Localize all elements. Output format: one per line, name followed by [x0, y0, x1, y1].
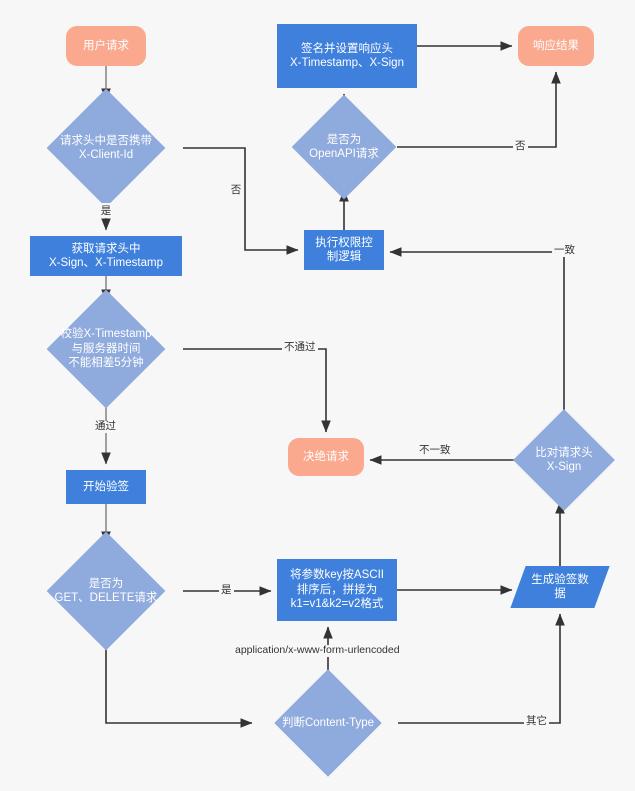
node-judge-content-type-decision[interactable]: 判断Content-Type [258, 669, 398, 777]
node-label: 请求头中是否携带 X-Client-Id [60, 134, 152, 161]
node-execute-auth-logic[interactable]: 执行权限控 制逻辑 [304, 230, 384, 270]
node-label: 比对请求头 X-Sign [535, 446, 593, 473]
node-response-result[interactable]: 响应结果 [518, 26, 594, 66]
node-label: 是否为 OpenAPI请求 [309, 133, 379, 160]
edge-compare-match [389, 247, 565, 424]
edge-label-sign-mismatch: 不一致 [417, 444, 453, 457]
node-label: 签名并设置响应头 X-Timestamp、X-Sign [290, 42, 404, 69]
edge-label-timestamp-pass: 通过 [93, 420, 118, 433]
node-generate-sign-data[interactable]: 生成验签数 据 [510, 566, 610, 608]
node-label: 响应结果 [533, 39, 579, 52]
node-check-timestamp-decision[interactable]: 校验X-Timestamp 与服务器时间 不能相差5分钟 [29, 289, 183, 409]
node-user-request[interactable]: 用户请求 [66, 26, 146, 66]
node-label: 决绝请求 [303, 450, 349, 463]
node-label: 开始验签 [83, 480, 129, 493]
edge-label-sign-match: 一致 [552, 244, 577, 257]
edge-label-client-id-yes: 是 [99, 203, 112, 218]
node-is-openapi-decision[interactable]: 是否为 OpenAPI请求 [291, 94, 397, 200]
edge-label-client-id-no: 否 [229, 182, 242, 197]
edge-method-to-contenttype [105, 633, 253, 728]
node-label: 校验X-Timestamp 与服务器时间 不能相差5分钟 [60, 328, 152, 370]
node-label: 生成验签数 据 [531, 573, 589, 600]
node-get-sign-headers[interactable]: 获取请求头中 X-Sign、X-Timestamp [30, 236, 182, 276]
edge-label-form-urlencoded: application/x-www-form-urlencoded [233, 644, 402, 657]
edge-openapi-no [397, 71, 561, 148]
edge-timestamp-fail [183, 348, 331, 433]
edge-label-content-type-other: 其它 [524, 715, 549, 728]
node-label: 判断Content-Type [281, 716, 375, 729]
node-has-client-id-decision[interactable]: 请求头中是否携带 X-Client-Id [29, 88, 183, 208]
edge-label-timestamp-fail: 不通过 [282, 341, 318, 354]
node-label: 将参数key按ASCII 排序后，拼接为 k1=v1&k2=v2格式 [290, 569, 384, 611]
node-label: 是否为 GET、DELETE请求 [54, 577, 158, 604]
edge-label-openapi-no: 否 [513, 140, 528, 153]
edge-contenttype-other [398, 613, 565, 724]
node-label: 获取请求头中 X-Sign、X-Timestamp [49, 242, 163, 269]
node-compare-xsign-decision[interactable]: 比对请求头 X-Sign [513, 409, 615, 511]
node-sign-and-set-response-header[interactable]: 签名并设置响应头 X-Timestamp、X-Sign [277, 24, 417, 88]
node-label: 用户请求 [83, 39, 129, 52]
edge-label-method-yes: 是 [219, 584, 234, 597]
node-reject-request[interactable]: 决绝请求 [288, 438, 364, 476]
node-is-get-delete-decision[interactable]: 是否为 GET、DELETE请求 [29, 531, 183, 651]
node-start-verify-sign[interactable]: 开始验签 [66, 470, 146, 504]
node-sort-params-ascii[interactable]: 将参数key按ASCII 排序后，拼接为 k1=v1&k2=v2格式 [277, 559, 397, 621]
node-label: 执行权限控 制逻辑 [315, 236, 373, 263]
edge-clientid-no [183, 147, 299, 255]
